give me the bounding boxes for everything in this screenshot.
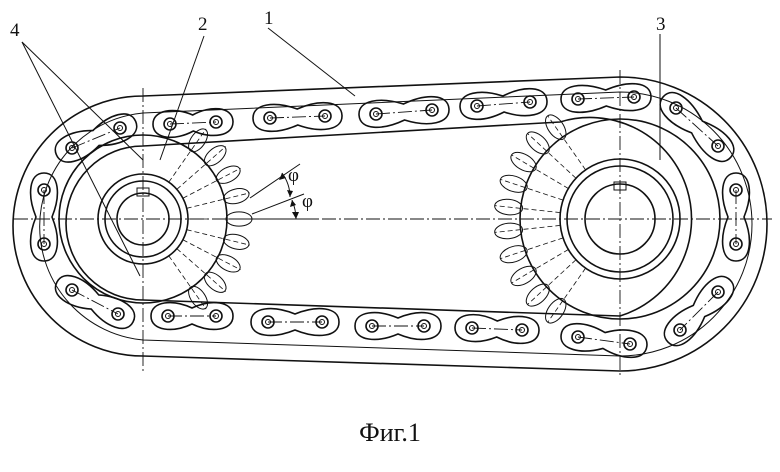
- label-left-sprocket: 2: [198, 14, 208, 35]
- center-lines: [14, 70, 772, 378]
- label-right-sprocket: 3: [656, 14, 666, 35]
- chain-link: [659, 271, 740, 352]
- chain-link: [454, 314, 539, 344]
- chain-link: [723, 173, 750, 261]
- leader-lines: [22, 28, 660, 276]
- figure-caption: Фиг.1: [0, 418, 780, 448]
- chain-link: [51, 109, 141, 167]
- chain-link: [31, 173, 58, 261]
- chain-inner-boundary: [66, 117, 692, 316]
- chain-pin: [114, 122, 126, 134]
- chain-link: [151, 303, 233, 330]
- chain-link: [459, 87, 548, 120]
- chain-links: [31, 83, 750, 360]
- chain-link: [355, 313, 441, 340]
- label-chain: 1: [264, 8, 274, 29]
- label-guides: 4: [10, 20, 20, 41]
- chain-link: [559, 321, 648, 359]
- chain-link: [251, 309, 339, 336]
- label-angle-upper: φ: [288, 165, 299, 186]
- label-angle-lower: φ: [302, 191, 313, 212]
- chain-link: [561, 83, 652, 113]
